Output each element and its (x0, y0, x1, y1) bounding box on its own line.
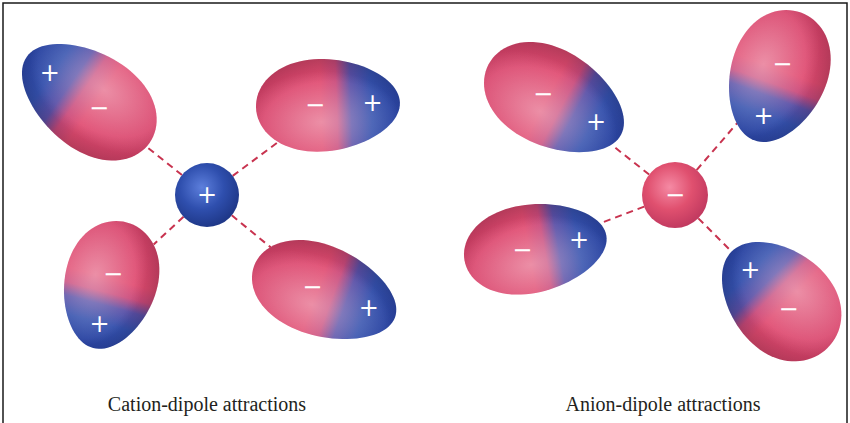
charge-sign: − (103, 262, 123, 286)
dipole-highlight (466, 22, 644, 178)
attraction-line (232, 215, 271, 247)
dipole-molecule: −+ (62, 219, 161, 351)
dipole-shade (696, 216, 850, 383)
dipole-shade (0, 17, 177, 182)
dipole-molecule: −+ (482, 40, 626, 154)
dipole-shape (250, 238, 398, 341)
dipole-body (709, 0, 846, 156)
dipole-highlight (456, 192, 613, 304)
dipole-molecule: +− (720, 240, 843, 363)
charge-sign: + (363, 91, 383, 115)
charge-sign: − (89, 96, 109, 120)
charge-sign: − (533, 82, 553, 106)
charge-sign: + (569, 228, 589, 252)
charge-sign: + (740, 258, 760, 282)
attraction-line (154, 217, 184, 245)
caption: Cation-dipole attractions (108, 392, 306, 416)
charge-sign: − (665, 183, 685, 207)
cation-sphere: + (173, 161, 241, 229)
charge-sign: − (302, 275, 322, 299)
dipole-shade (239, 224, 411, 360)
charge-sign: + (90, 312, 110, 336)
dipole-molecule: −+ (462, 202, 609, 297)
dipole-body (239, 224, 411, 360)
dipole-molecule: −+ (727, 8, 833, 144)
dipole-highlight (0, 17, 177, 182)
charge-sign: + (197, 183, 217, 207)
dipole-shade (456, 192, 613, 304)
dipole-molecule: −+ (254, 57, 402, 154)
charge-sign: − (772, 52, 792, 76)
attraction-line (612, 145, 649, 174)
frame-line (3, 3, 847, 423)
dipole-molecule: +− (20, 42, 159, 163)
anion-sphere: − (640, 160, 710, 230)
dipole-shade (709, 0, 846, 156)
attraction-line (233, 142, 279, 176)
dipole-body (456, 192, 613, 304)
charge-sign: − (305, 93, 325, 117)
dipole-shade (466, 22, 644, 178)
caption: Anion-dipole attractions (566, 392, 761, 416)
dipole-highlight (48, 210, 171, 360)
attraction-line (697, 123, 738, 170)
charge-sign: + (754, 104, 774, 128)
dipole-body (0, 17, 177, 182)
dipole-highlight (254, 56, 401, 154)
charge-sign: + (40, 61, 60, 85)
ion-body (175, 163, 239, 227)
dipole-body (466, 22, 644, 178)
charge-sign: − (779, 297, 799, 321)
attraction-line (600, 207, 644, 224)
charge-sign: − (512, 238, 532, 262)
dipole-highlight (696, 216, 850, 383)
charge-sign: + (586, 110, 606, 134)
charge-sign: + (359, 296, 379, 320)
dipole-shape (482, 40, 626, 154)
attraction-line (146, 147, 181, 175)
attraction-line (698, 218, 732, 252)
dipole-shade (254, 56, 401, 154)
dipole-body (48, 210, 171, 360)
ion-body (642, 162, 708, 228)
dipole-highlight (239, 224, 411, 360)
dipole-body (254, 56, 401, 154)
dipole-body (696, 216, 850, 383)
dipole-highlight (709, 0, 846, 156)
dipole-shade (48, 210, 171, 360)
dipole-molecule: −+ (250, 238, 398, 341)
